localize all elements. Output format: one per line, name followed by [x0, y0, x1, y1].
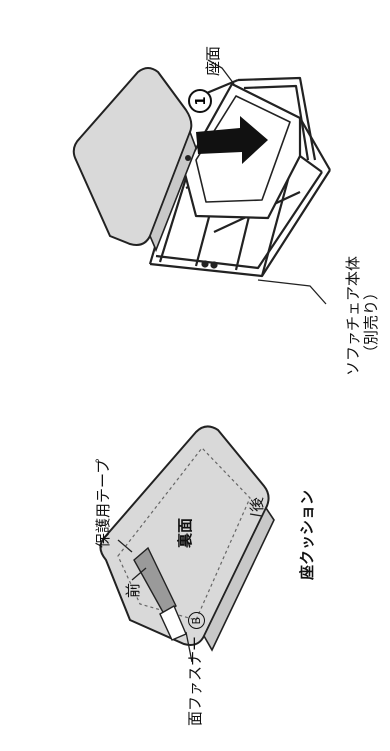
label-protective-tape: 保護用テープ: [94, 458, 112, 548]
label-back-side: 裏面: [176, 517, 194, 548]
protective-tape-strip: [133, 546, 177, 616]
seat-cushion-right: [72, 67, 197, 253]
label-seat-surface: 座面: [204, 45, 222, 76]
label-front: 前: [124, 582, 142, 598]
step-number-badge: 1: [188, 89, 212, 113]
sofa-chair-frame: [148, 76, 331, 278]
leader-lines-left: [117, 513, 263, 663]
label-hook-fastener: 面ファスナー B: [186, 612, 205, 726]
fastener-marker-icon: B: [188, 612, 205, 630]
seat-cushion-left: [99, 425, 275, 652]
step-number: 1: [194, 96, 209, 105]
label-rear: 後: [248, 496, 266, 512]
push-arrow: [196, 116, 268, 164]
label-sofa-chair-body: ソファチェア本体: [344, 255, 362, 376]
label-sofa-chair-body-note: （別売り）: [362, 284, 380, 360]
fastener-marker: B: [190, 616, 203, 625]
label-seat-cushion: 座クッション: [298, 489, 316, 580]
leader-lines-right: [207, 59, 327, 305]
label-hook-fastener-text: 面ファスナー: [186, 635, 204, 726]
